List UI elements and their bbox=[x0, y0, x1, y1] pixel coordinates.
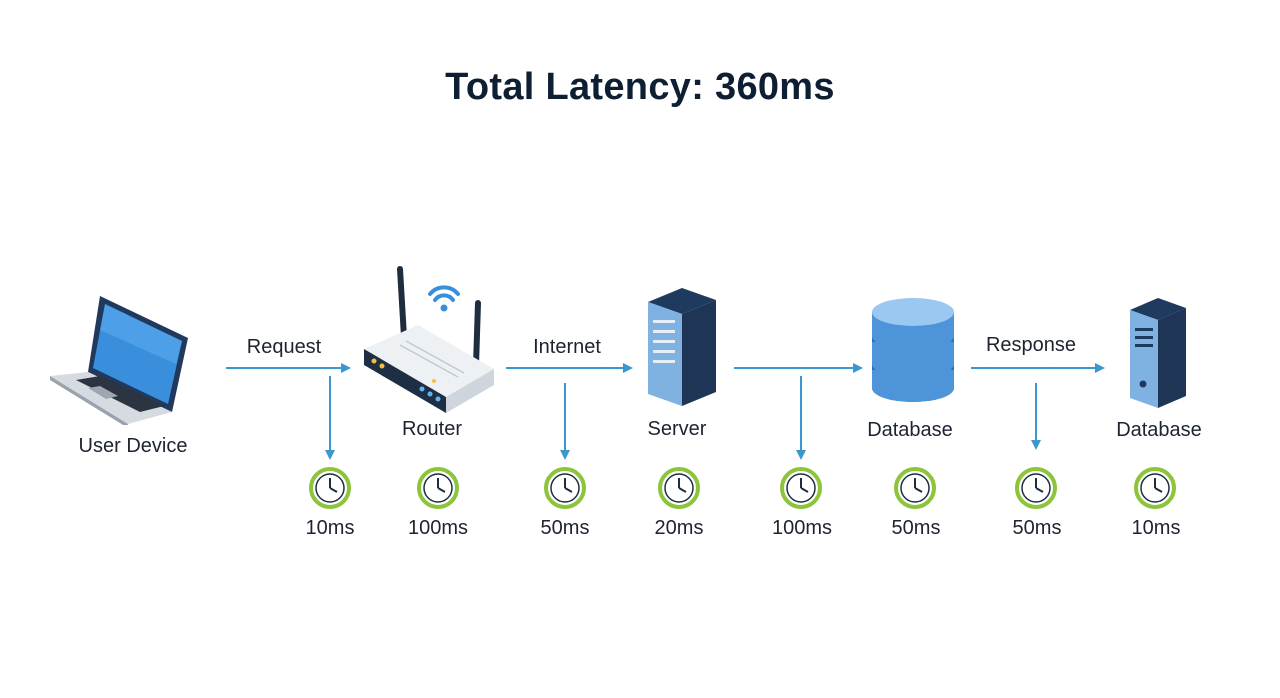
grid-background bbox=[30, 215, 1250, 615]
clock-icon bbox=[894, 467, 936, 509]
node-label-database-2: Database bbox=[1116, 419, 1202, 441]
latency-value: 100ms bbox=[771, 517, 833, 539]
server-icon bbox=[648, 288, 716, 406]
link-label-request: Request bbox=[246, 336, 322, 358]
clock-icon bbox=[780, 467, 822, 509]
clock-icon bbox=[417, 467, 459, 509]
clock-icon bbox=[1134, 467, 1176, 509]
link-label-internet: Internet bbox=[533, 336, 601, 358]
page-title: Total Latency: 360ms bbox=[445, 66, 835, 108]
latency-value: 100ms bbox=[407, 517, 469, 539]
latency-value: 20ms bbox=[654, 517, 704, 539]
node-label-server: Server bbox=[647, 418, 707, 440]
latency-value: 50ms bbox=[891, 517, 941, 539]
wifi-icon bbox=[428, 285, 460, 312]
node-label-database: Database bbox=[867, 419, 953, 441]
node-label-router: Router bbox=[401, 418, 463, 440]
clock-icon bbox=[1015, 467, 1057, 509]
laptop-icon bbox=[50, 296, 188, 425]
latency-value: 10ms bbox=[305, 517, 355, 539]
latency-value: 10ms bbox=[1131, 517, 1181, 539]
server-tower-icon bbox=[1130, 298, 1186, 408]
clock-icon bbox=[544, 467, 586, 509]
link-label-response: Response bbox=[985, 334, 1077, 356]
clock-icon bbox=[658, 467, 700, 509]
node-label-user-device: User Device bbox=[78, 435, 188, 457]
latency-value: 50ms bbox=[540, 517, 590, 539]
clock-icon bbox=[309, 467, 351, 509]
latency-value: 50ms bbox=[1012, 517, 1062, 539]
router-icon bbox=[364, 266, 494, 413]
database-icon bbox=[872, 298, 954, 402]
